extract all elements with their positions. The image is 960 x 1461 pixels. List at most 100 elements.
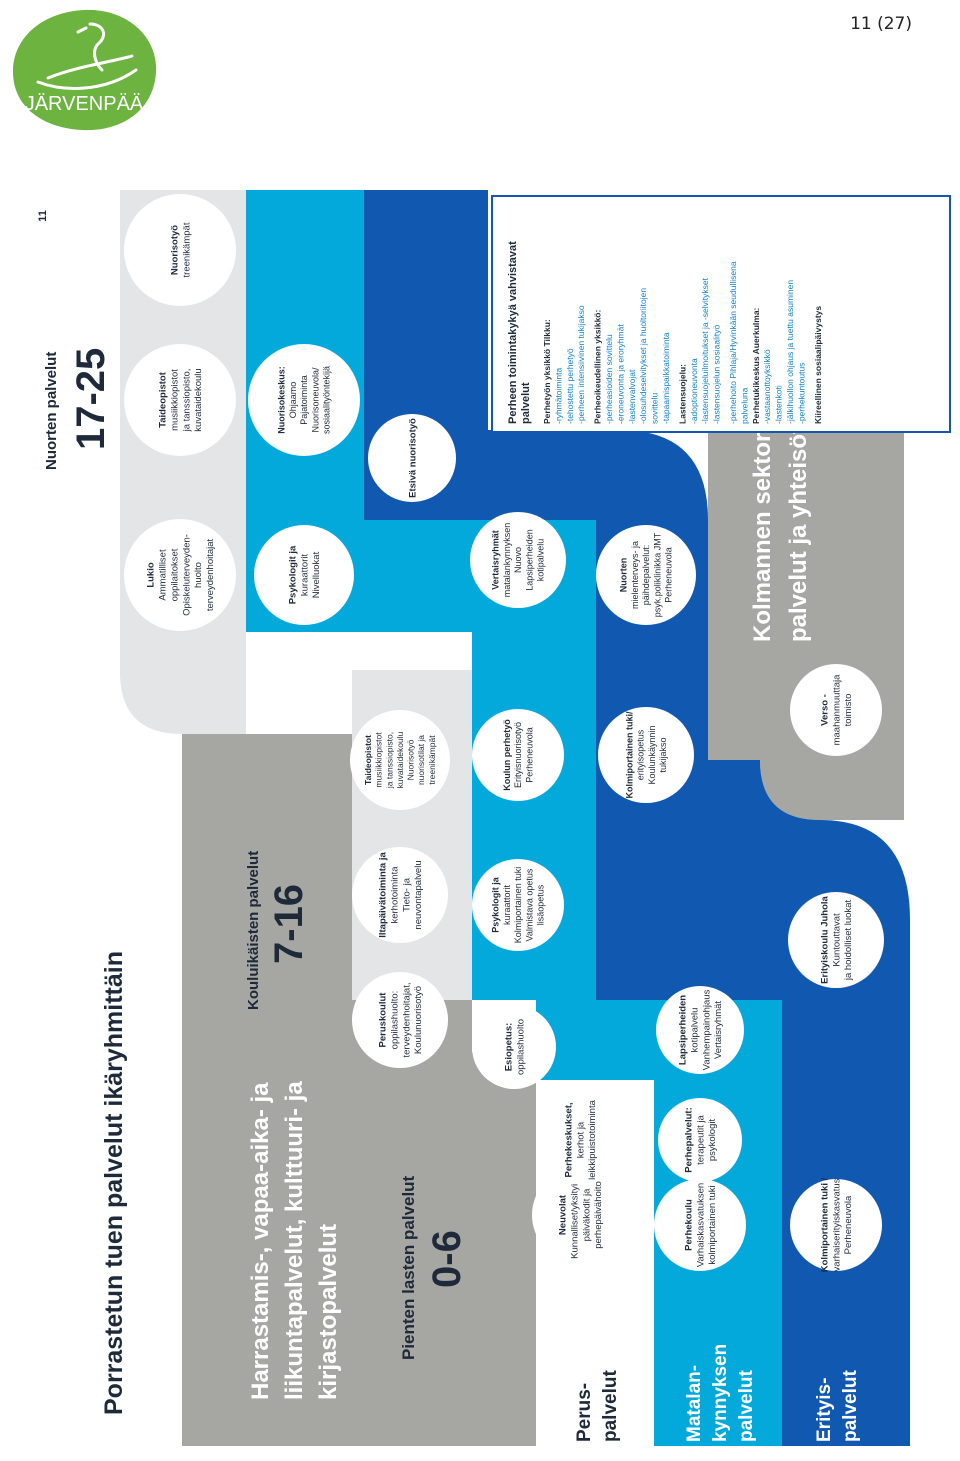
circle-shape — [124, 519, 236, 631]
circle-line: leikkipuistotoiminta — [587, 1099, 598, 1179]
circle-line: sosiaalityöntekijä — [322, 366, 332, 434]
circle-line: matalankynnyksen — [502, 523, 512, 598]
circle-line: kerhotoiminta — [389, 866, 400, 924]
circle-line: musiikkiopistot — [374, 732, 384, 788]
circle-line: treenikämpät — [181, 222, 192, 277]
circle-line: tukijakso — [658, 737, 668, 772]
family-box-line: -lastensuojeluilmoitukset ja -selvitykse… — [700, 277, 710, 424]
circle-line: perhepäivähoito — [593, 1181, 604, 1249]
circle-shape — [248, 344, 360, 456]
diagram-title: Porrastetun tuen palvelut ikäryhmittäin — [100, 951, 128, 1415]
circle-shape — [472, 709, 564, 801]
circle-line: Kolmiportainen tuki/ — [624, 711, 634, 799]
family-box-line: -adoptioneuvonta — [689, 358, 699, 424]
erityis-dark-band — [364, 190, 910, 1446]
family-box-line: -tapaamispaikkatoiminta — [661, 332, 671, 424]
family-box-line: Lastensuojelu: — [677, 364, 687, 424]
circle-line: Peruskoulut — [378, 992, 389, 1048]
circle-line: Vertaisryhmät — [491, 530, 501, 590]
circle-line: kuraattorit — [299, 554, 310, 597]
circle-line: oppilaitokset — [169, 548, 180, 601]
circle-shape — [368, 414, 456, 502]
circle-line: terveydenhoitajat — [205, 538, 216, 611]
tier-matalan-line-3: palvelut — [736, 1370, 757, 1442]
family-box-line: -perheen intensiivinen tukijakso — [576, 305, 586, 424]
tier-perus: Perus- palvelut — [574, 1370, 621, 1442]
circle-line: Perheneuvola — [664, 547, 674, 603]
family-box-line: -olosuhdeselvitykset ja huoltoriitojen — [638, 288, 648, 424]
family-box-line: -lastenvalvojat — [627, 369, 637, 424]
circle-shape — [790, 1179, 882, 1271]
circle-line: Lukio — [146, 562, 157, 588]
circle-kolmiportainen-erityis: Kolmiportainen tuki /varhaiserityiskasva… — [790, 1177, 882, 1272]
circle-line: treenikämpät — [427, 735, 437, 785]
circle-line: Nuorisotyö — [406, 739, 416, 780]
jarvenpaa-logo: JÄRVENPÄÄ — [12, 9, 157, 131]
circle-line: kolmiportainen tuki — [707, 1185, 718, 1264]
family-box-line: -perhehoito Pihlaja/Hyvinkään seudullise… — [728, 261, 738, 424]
circle-line: ja tanssiopisto, — [181, 369, 192, 433]
circle-line: terveydenhoitajat, — [401, 983, 412, 1058]
circle-shape — [124, 194, 236, 306]
family-box-line: -perhekuntoutus — [796, 363, 806, 424]
circle-shape — [598, 707, 694, 803]
family-box-line: sovittelu — [650, 393, 660, 424]
tier-matalan-line-1: Matalan- — [684, 1365, 705, 1442]
family-box-line: -vastaanottoyksikkö — [762, 349, 772, 424]
circle-line: Perhepalvelut: — [683, 1107, 694, 1172]
perus-gray-band — [352, 1000, 472, 1446]
family-box-line: -perheasioiden sovittelu — [604, 334, 614, 424]
tier-perus-line-1: Perus- — [574, 1383, 595, 1442]
circle-line: ja hoidolliset luokat — [843, 900, 854, 982]
circle-line: Nuorisoneuvola/ — [310, 367, 320, 433]
circle-line: oppilashuolto: — [389, 991, 400, 1050]
age-young-label: Nuorten palvelut — [43, 352, 60, 470]
circle-shape — [658, 1098, 742, 1182]
circle-shape — [254, 525, 354, 625]
circle-line: mielenterveys- ja — [630, 541, 640, 609]
age-small-label: Pienten lasten palvelut — [399, 1175, 418, 1360]
circle-etsiva: Etsivä nuorisotyö — [368, 414, 456, 502]
circle-line: kuvataidekoulu — [395, 731, 405, 788]
circle-line: Neuvolat — [558, 1194, 569, 1235]
tier-erityis-line-2: palvelut — [840, 1370, 861, 1442]
circle-line: päiväkodit ja — [581, 1188, 592, 1242]
circle-line: Nuorten — [619, 558, 629, 593]
circle-line: Taideopistot — [158, 371, 169, 428]
harrastus-line-1: Harrastamis-, vapaa-aika- ja — [247, 1082, 274, 1400]
circle-line: Psykologit ja — [491, 876, 501, 933]
circle-line: Kolmiportainen tuki / — [819, 1177, 830, 1272]
age-young-range: 17-25 — [69, 348, 113, 450]
family-box-line: Perhetukikeskus Auerkulma: — [751, 307, 761, 424]
family-box-line: -jälkihuollon ohjaus ja tuettu asuminen — [785, 280, 795, 424]
circle-line: psyk.poliklinikka JMT — [652, 532, 662, 617]
circle-line: Ammatilliset — [158, 549, 169, 601]
circle-shape — [350, 710, 450, 810]
circle-line: nuorisotilat ja — [416, 735, 426, 785]
circle-line: Nivelluokat — [311, 551, 322, 598]
age-school-range: 7-16 — [267, 884, 311, 964]
circle-shape — [788, 892, 884, 988]
circle-line: neuvontapalvelu — [413, 860, 424, 929]
circle-line: ja tanssiopisto, — [384, 732, 394, 789]
page-mark: 11 — [37, 210, 49, 222]
circle-line: Psykologit ja — [287, 545, 298, 604]
circle-shape — [470, 512, 566, 608]
tier-erityis-line-1: Erityis- — [814, 1378, 835, 1442]
harrastus-label: Harrastamis-, vapaa-aika- ja liikuntapal… — [247, 1081, 342, 1400]
circle-line: terapeutit ja — [695, 1114, 706, 1164]
circle-line: Lapsiperheiden — [524, 529, 534, 591]
circle-line: erityisopetus — [636, 729, 646, 780]
tier-erityis: Erityis- palvelut — [814, 1370, 861, 1442]
family-box-line: -lastenkoti — [774, 385, 784, 424]
